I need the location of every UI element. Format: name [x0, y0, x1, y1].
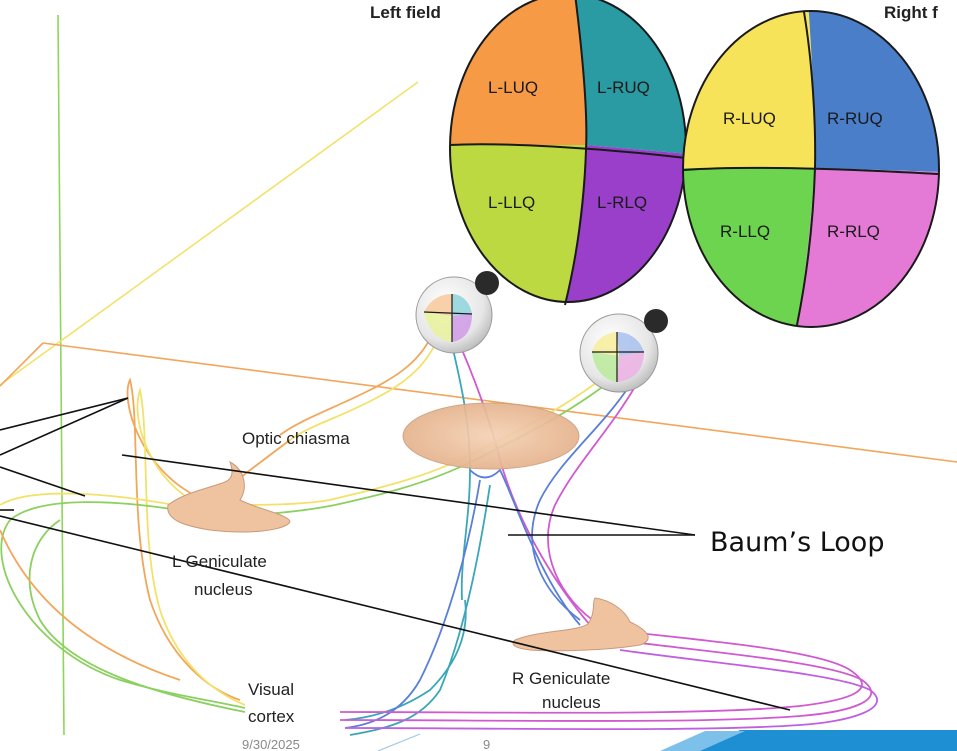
- slide-page-number: 9: [483, 737, 490, 751]
- right-field-upper-left-quadrant: [683, 11, 815, 168]
- right-retina-lower-nasal: [592, 352, 619, 382]
- right-field-title: Right f: [884, 3, 938, 22]
- fiber-teal-left-eye: [451, 344, 471, 601]
- leader-lower-left: [0, 466, 86, 497]
- left-radiation-yellow: [136, 386, 246, 706]
- r-rlq-label: R-RLQ: [827, 222, 880, 241]
- right-radiation-magenta-1: [339, 629, 863, 714]
- left-eye: [415, 271, 499, 354]
- left-radiation-yellow-outer: [0, 492, 191, 509]
- r-geniculate-label-line2: nucleus: [542, 693, 601, 712]
- baums-loop-callout: Baum’s Loop: [710, 527, 884, 558]
- l-ruq-label: L-RUQ: [597, 78, 650, 97]
- left-field-vertical-meridian: [564, 0, 588, 306]
- r-geniculate-label-line1: R Geniculate: [512, 669, 610, 688]
- left-retina-upper-nasal: [424, 294, 452, 316]
- l-geniculate-label-line2: nucleus: [194, 580, 253, 599]
- leader-upper-left-1: [0, 397, 129, 431]
- fiber-blue-right-eye: [531, 384, 631, 621]
- r-llq-label: R-LLQ: [720, 222, 770, 241]
- left-radiation-orange: [126, 377, 241, 701]
- baums-loop-leader-left: [121, 454, 696, 536]
- right-field-horizontal-meridian: [683, 166, 939, 175]
- left-field-title: Left field: [370, 3, 441, 22]
- fiber-orange-left-eye: [279, 334, 433, 436]
- footer-accent-stripe-thin: [377, 733, 421, 751]
- right-field-outline: [682, 10, 940, 328]
- left-radiation-green-outer: [0, 501, 246, 709]
- right-loop-blue-2: [349, 484, 491, 736]
- left-field-upper-left-quadrant: [450, 0, 586, 145]
- leader-upper-left-2: [0, 397, 129, 456]
- left-radiation-orange-outer: [0, 529, 181, 681]
- orange-guide-line-2: [0, 342, 44, 387]
- slide-date: 9/30/2025: [242, 737, 300, 751]
- right-retina-upper-nasal: [592, 332, 619, 356]
- right-eye-pupil: [644, 309, 668, 333]
- left-field-horizontal-meridian: [449, 143, 687, 159]
- right-radiation-purple: [344, 649, 878, 731]
- right-field-lower-left-quadrant: [683, 168, 815, 327]
- left-retina-lower-nasal: [424, 312, 452, 342]
- r-ruq-label: R-RUQ: [827, 109, 883, 128]
- left-retina-upper-temporal: [452, 294, 472, 316]
- r-geniculate-nucleus: [512, 597, 649, 652]
- left-retina-lower-temporal: [452, 314, 472, 342]
- right-radiation-magenta-2: [339, 639, 873, 722]
- fiber-magenta-right-eye: [547, 384, 637, 626]
- right-loop-teal-peak: [469, 468, 581, 626]
- annotation-lines: [0, 397, 791, 711]
- meyers-loop-leader: [0, 515, 791, 711]
- l-rlq-label: L-RLQ: [597, 193, 647, 212]
- l-geniculate-label-line1: L Geniculate: [172, 552, 267, 571]
- right-eye: [579, 309, 668, 393]
- visual-cortex-label-line2: cortex: [248, 707, 295, 726]
- fiber-yellow-left-eye: [289, 337, 439, 441]
- l-geniculate-nucleus: [167, 460, 291, 533]
- right-loop-teal: [344, 599, 467, 721]
- right-loop-blue: [344, 479, 481, 729]
- orange-guide-line: [42, 342, 957, 463]
- l-llq-label: L-LLQ: [488, 193, 535, 212]
- right-retina-upper-temporal: [617, 332, 644, 356]
- l-luq-label: L-LUQ: [488, 78, 538, 97]
- footer-accent-stripe: [694, 730, 957, 751]
- vertical-guide-line: [57, 14, 65, 736]
- visual-cortex-label-line1: Visual: [248, 680, 294, 699]
- footer-accent-stripe-light: [660, 731, 745, 751]
- right-field-upper-right-quadrant: [808, 11, 939, 172]
- yellow-guide-line: [0, 81, 419, 386]
- optic-chiasma-label: Optic chiasma: [242, 429, 350, 448]
- optic-chiasma: [402, 402, 580, 470]
- left-eye-pupil: [475, 271, 499, 295]
- right-retina-lower-temporal: [617, 352, 644, 382]
- left-radiation-green-2: [28, 519, 246, 713]
- r-luq-label: R-LUQ: [723, 109, 776, 128]
